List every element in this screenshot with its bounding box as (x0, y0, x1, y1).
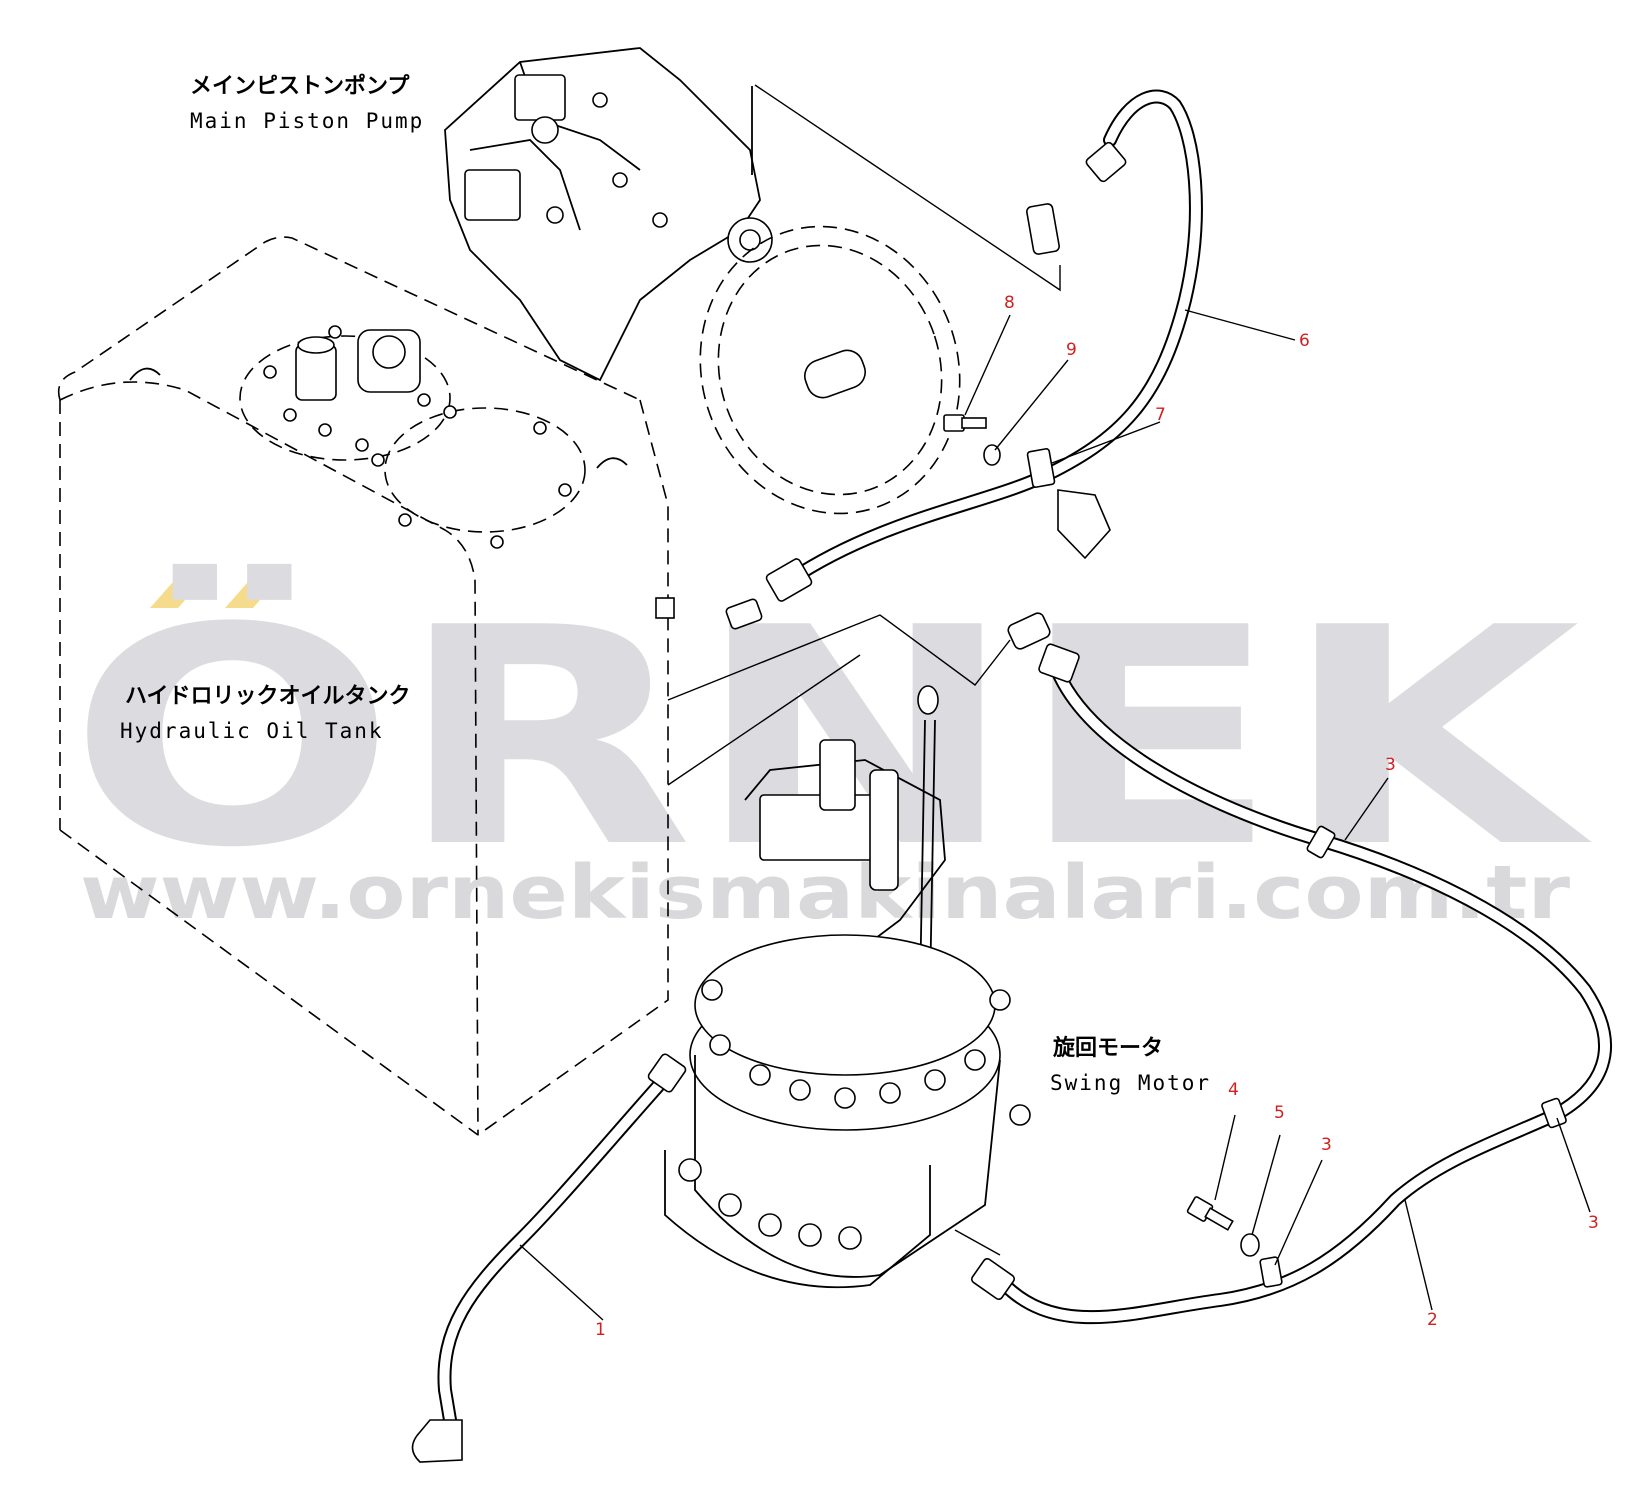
watermark-accent-left (150, 574, 208, 608)
main-pump-label-en: Main Piston Pump (190, 109, 424, 133)
hydraulic-oil-tank (57, 236, 675, 1136)
watermark-accent-right (225, 574, 283, 608)
swing-motor-label-jp: 旋回モータ (1053, 1035, 1163, 1061)
callout-9: 9 (1066, 340, 1077, 360)
hose-6 (725, 89, 1203, 630)
callout-numbers: 1 2 3 3 3 4 5 6 7 8 9 (595, 293, 1599, 1340)
component-labels: メインピストンポンプ Main Piston Pump ハイドロリックオイルタン… (120, 73, 1211, 1095)
swing-motor (664, 685, 1031, 1289)
callout-7: 7 (1155, 405, 1166, 425)
hose-2 (970, 612, 1613, 1325)
callout-5: 5 (1274, 1103, 1285, 1123)
oil-tank-label-en: Hydraulic Oil Tank (120, 719, 384, 743)
callout-6: 6 (1299, 331, 1310, 351)
oil-tank-label-jp: ハイドロリックオイルタンク (125, 684, 411, 709)
callout-2: 2 (1427, 1310, 1438, 1330)
callout-3-upper: 3 (1385, 755, 1396, 775)
callout-8: 8 (1004, 293, 1015, 313)
callout-4: 4 (1228, 1080, 1239, 1100)
callout-3-middle: 3 (1321, 1135, 1332, 1155)
swing-motor-label-en: Swing Motor (1050, 1071, 1211, 1095)
callout-3-right: 3 (1588, 1213, 1599, 1233)
callout-1: 1 (595, 1320, 606, 1340)
main-pump-label-jp: メインピストンポンプ (190, 73, 410, 99)
main-piston-pump (444, 47, 961, 515)
hose-1 (411, 1053, 687, 1463)
leader-lines (519, 309, 1591, 1321)
watermark-url: www.ornekismakinalari.com.tr (80, 850, 1571, 936)
